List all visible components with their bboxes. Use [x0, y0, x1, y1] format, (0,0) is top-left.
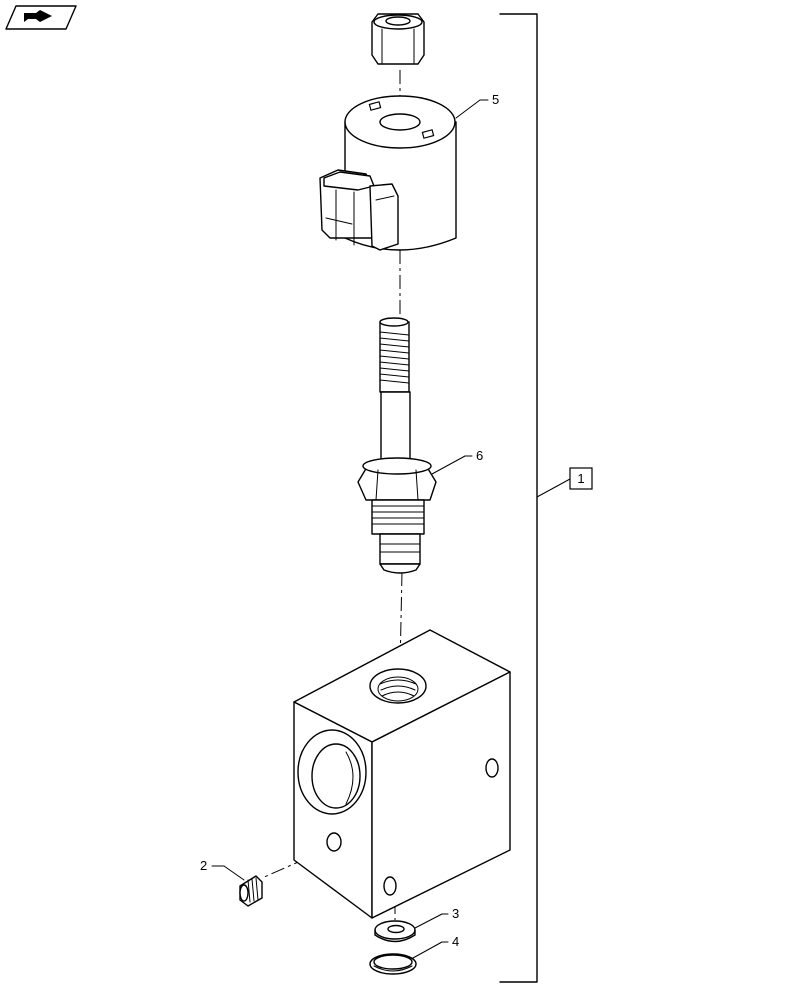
callout-3[interactable]: 3 [414, 906, 459, 929]
plug[interactable] [239, 875, 263, 907]
callout-1-box[interactable]: 1 [569, 467, 593, 490]
callout-label-5: 5 [492, 92, 499, 107]
assembly-bracket [499, 13, 571, 983]
callout-6[interactable]: 6 [431, 448, 483, 475]
callout-label-3: 3 [452, 906, 459, 921]
callout-label-4: 4 [452, 934, 459, 949]
callout-5[interactable]: 5 [455, 92, 499, 119]
callout-4[interactable]: 4 [412, 934, 459, 959]
solenoid-coil[interactable] [319, 95, 457, 251]
washer[interactable] [374, 920, 416, 943]
hex-nut[interactable] [371, 13, 425, 65]
valve-cartridge[interactable] [357, 317, 437, 574]
callout-2[interactable]: 2 [200, 858, 245, 881]
callout-label-2: 2 [200, 858, 207, 873]
callout-label-6: 6 [476, 448, 483, 463]
callout-label-1: 1 [577, 471, 584, 486]
o-ring[interactable] [369, 953, 417, 975]
navigation-arrow-icon[interactable] [5, 5, 77, 30]
manifold-block[interactable] [293, 629, 511, 919]
